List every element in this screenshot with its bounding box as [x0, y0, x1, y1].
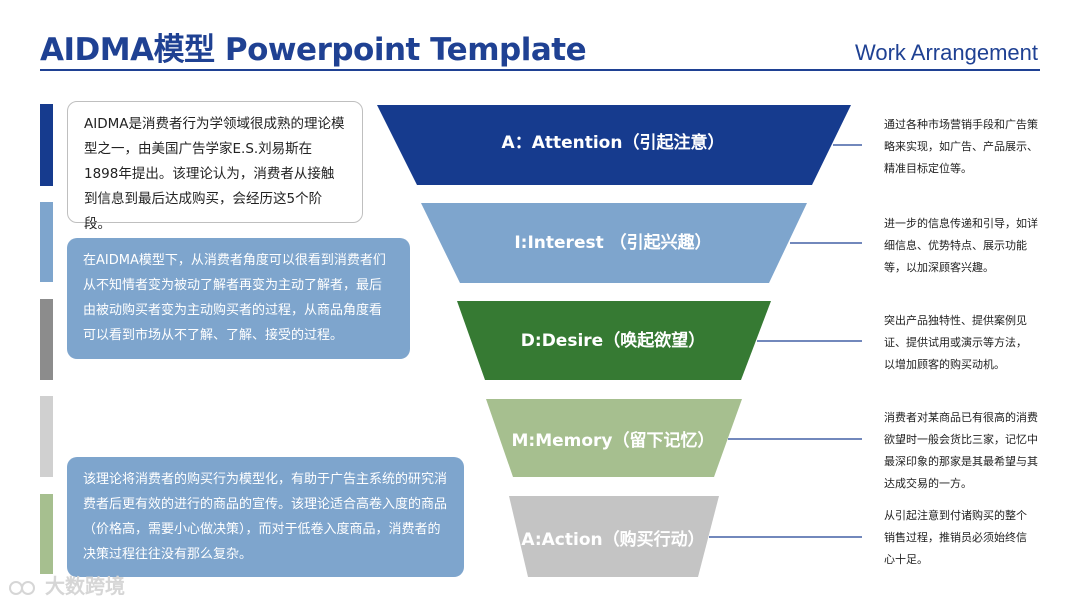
stage-label-action: A:Action（购买行动） — [521, 530, 705, 550]
funnel-layer-attention — [377, 105, 851, 185]
funnel-layer-interest — [421, 203, 807, 283]
stage-desc-memory: 消费者对某商品已有很高的消费欲望时一般会货比三家，记忆中最深印象的那家是其最希望… — [884, 411, 1038, 490]
funnel-layer-memory — [486, 399, 742, 477]
header-divider — [40, 69, 1040, 71]
stage-desc-attention: 通过各种市场营销手段和广告策略来实现，如广告、产品展示、精准目标定位等。 — [884, 118, 1038, 175]
funnel-layer-desire — [457, 301, 771, 380]
accent-bar-desire — [40, 299, 53, 380]
accent-bar-memory — [40, 396, 53, 477]
stage-label-memory: M:Memory（留下记忆） — [511, 431, 715, 451]
stage-label-desire: D:Desire（唤起欲望） — [520, 331, 706, 351]
intro-text-box: AIDMA是消费者行为学领域很成熟的理论模型之一，由美国广告学家E.S.刘易斯在… — [67, 101, 363, 232]
accent-bar-action — [40, 494, 53, 574]
stage-desc-interest: 进一步的信息传递和引导，如详细信息、优势特点、展示功能等，以加深顾客兴趣。 — [884, 217, 1038, 274]
accent-bar-interest — [40, 202, 53, 282]
watermark: 大数跨境 — [8, 570, 125, 599]
application-text-box: 该理论将消费者的购买行为模型化，有助于广告主系统的研究消费者后更有效的进行的商品… — [67, 457, 464, 577]
stage-label-attention: A：Attention（引起注意） — [501, 133, 725, 153]
watermark-logo-icon — [9, 580, 35, 595]
page-subtitle: Work Arrangement — [854, 40, 1038, 65]
stage-desc-desire: 突出产品独特性、提供案例见证、提供试用或演示等方法，以增加顾客的购买动机。 — [884, 314, 1027, 371]
watermark-text: 大数跨境 — [44, 574, 125, 598]
stage-label-interest: I:Interest （引起兴趣） — [514, 233, 712, 253]
stage-desc-action: 从引起注意到付诸购买的整个销售过程，推销员必须始终信心十足。 — [884, 509, 1027, 566]
page-title: AIDMA模型 Powerpoint Template — [40, 32, 587, 68]
funnel-layer-action — [509, 496, 719, 577]
accent-bar-attention — [40, 104, 53, 186]
process-text-box: 在AIDMA模型下，从消费者角度可以很看到消费者们从不知情者变为被动了解者再变为… — [67, 238, 410, 359]
